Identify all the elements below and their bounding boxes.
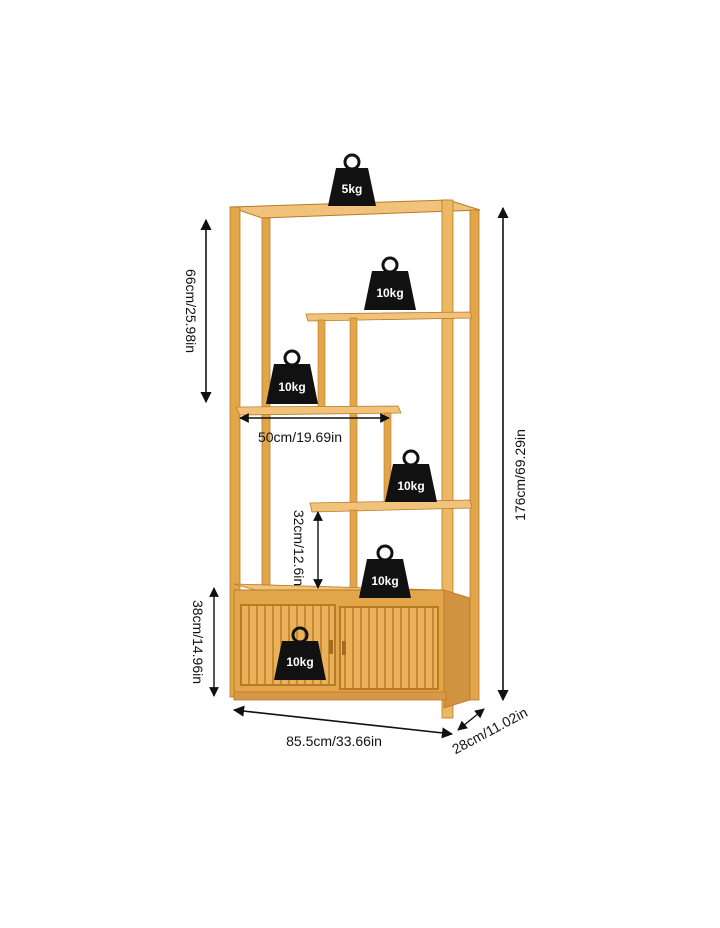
weight-handle-icon bbox=[343, 153, 361, 171]
weight-label-middle-left: 10kg bbox=[278, 380, 305, 394]
total-width-label: 85.5cm/33.66in bbox=[286, 733, 382, 749]
weight-icon-middle-right: 10kg bbox=[385, 449, 437, 502]
lower-shelf-post bbox=[349, 509, 358, 593]
weight-label-top: 5kg bbox=[342, 182, 363, 196]
top-section-height-label: 66cm/25.98in bbox=[183, 269, 199, 353]
cabinet-base bbox=[233, 691, 447, 701]
middle-left-shelf bbox=[235, 405, 402, 416]
weight-handle-icon bbox=[376, 544, 394, 562]
kettlebell-icon bbox=[274, 641, 326, 680]
kettlebell-icon bbox=[385, 464, 437, 502]
weight-label-middle-right: 10kg bbox=[397, 479, 424, 493]
weight-label-lower: 10kg bbox=[371, 574, 398, 588]
weight-handle-icon bbox=[283, 349, 301, 367]
weight-label-upper-right: 10kg bbox=[376, 286, 403, 300]
upper-shelf-post-left bbox=[317, 319, 326, 411]
depth-line bbox=[457, 708, 485, 731]
weight-icon-top: 5kg bbox=[328, 153, 376, 206]
kettlebell-icon bbox=[359, 559, 411, 598]
total-width-line bbox=[232, 705, 454, 739]
kettlebell-icon bbox=[328, 168, 376, 206]
upper-right-shelf bbox=[305, 311, 473, 322]
bamboo-shelf-unit bbox=[229, 199, 481, 719]
weight-handle-icon bbox=[402, 449, 420, 467]
shelf-width-label: 50cm/19.69in bbox=[258, 429, 342, 445]
weight-icon-upper-right: 10kg bbox=[364, 256, 416, 310]
top-rail bbox=[229, 199, 481, 219]
depth-label: 28cm/11.02in bbox=[449, 704, 530, 757]
weight-handle-icon bbox=[381, 256, 399, 274]
weight-label-cabinet: 10kg bbox=[286, 655, 313, 669]
total-height-label: 176cm/69.29in bbox=[512, 429, 528, 521]
back-left-post bbox=[261, 217, 271, 639]
weight-icon-lower: 10kg bbox=[359, 544, 411, 598]
back-right-post bbox=[469, 209, 480, 701]
cabinet-side bbox=[443, 589, 471, 709]
kettlebell-icon bbox=[266, 364, 318, 404]
kettlebell-icon bbox=[364, 271, 416, 310]
cabinet-height-label: 38cm/14.96in bbox=[190, 600, 206, 684]
weight-icon-cabinet: 10kg bbox=[274, 626, 326, 680]
shelf-spacing-label: 32cm/12.6in bbox=[291, 510, 307, 586]
cabinet-door-right bbox=[339, 606, 439, 690]
door-handle-right bbox=[342, 641, 346, 655]
door-handle-left bbox=[329, 640, 333, 654]
weight-icon-middle-left: 10kg bbox=[266, 349, 318, 404]
